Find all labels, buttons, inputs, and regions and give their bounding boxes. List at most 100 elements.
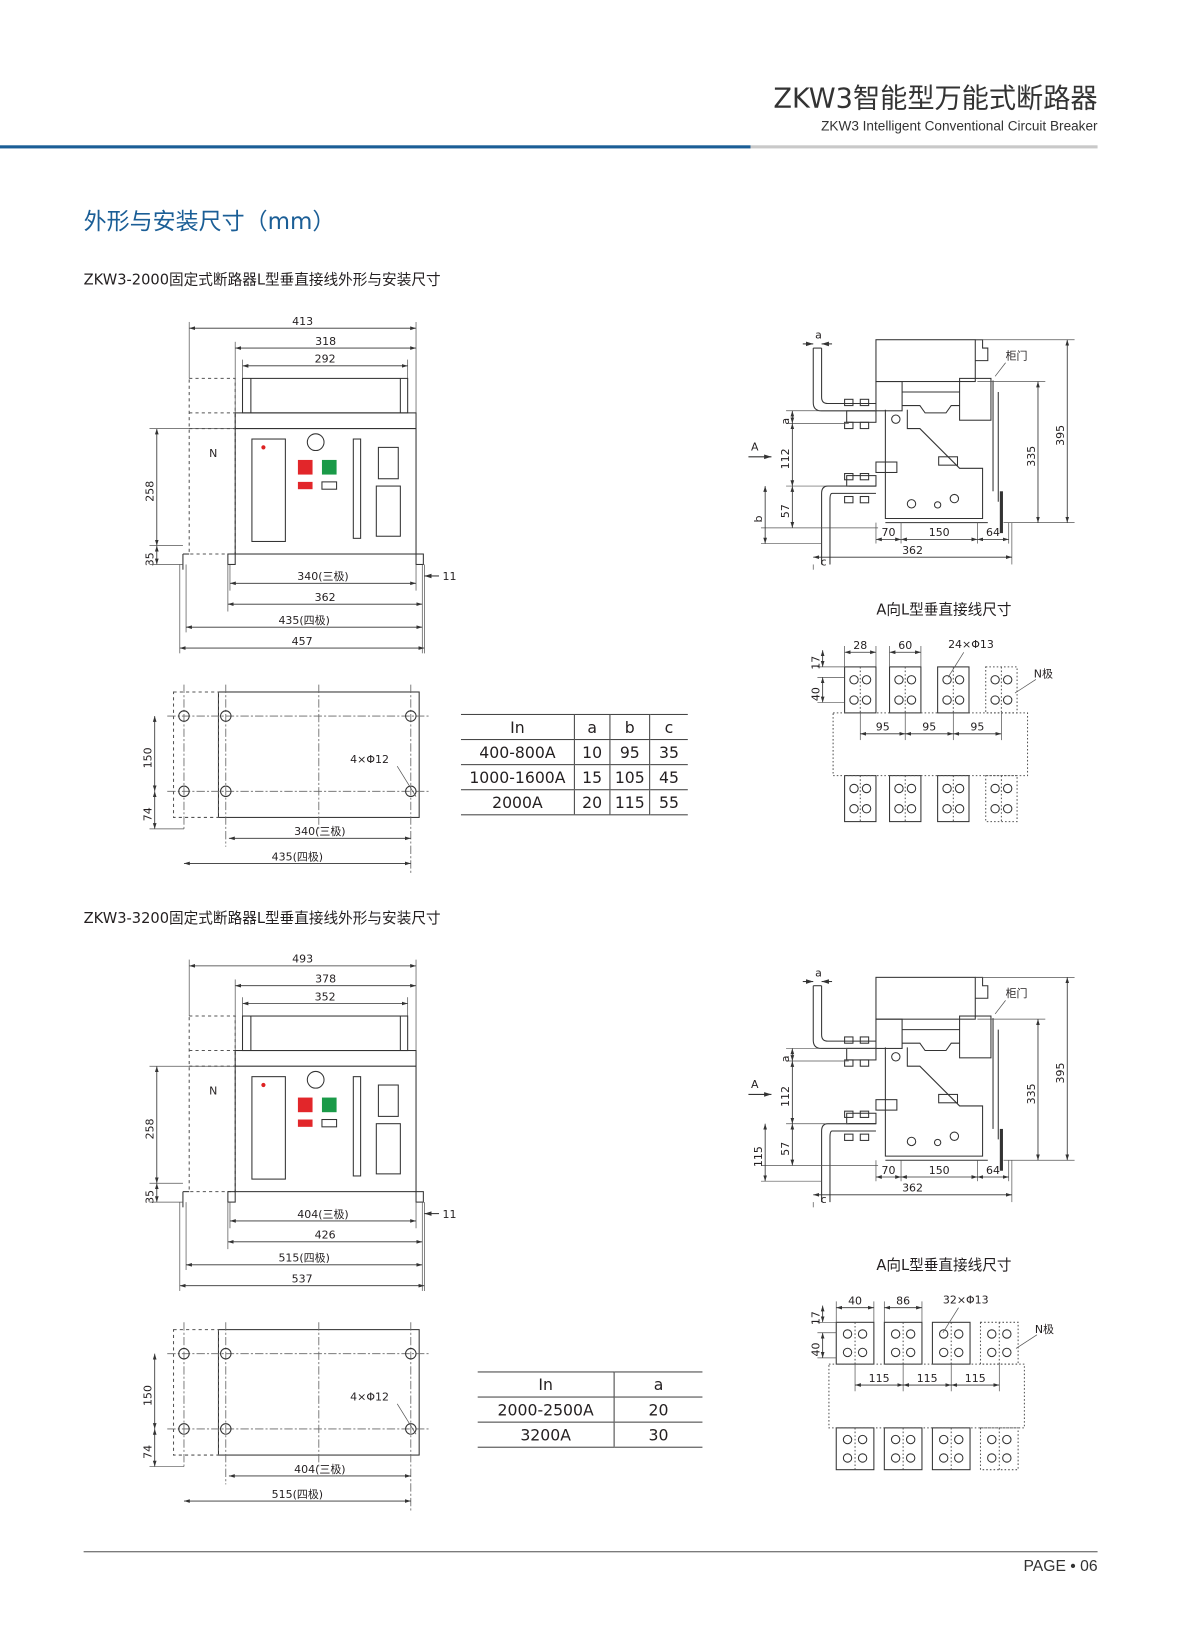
dim-64: 64 (986, 1164, 1000, 1177)
drawing-circle (842, 1347, 853, 1358)
drawing-circle (942, 804, 952, 814)
drawing-rect (832, 712, 1029, 777)
drawing-circle (405, 1347, 417, 1360)
dim-overall-width: 493 (292, 953, 313, 966)
drawing-circle (942, 675, 952, 685)
drawing-rect (846, 410, 877, 423)
drawing-circle (954, 804, 965, 814)
drawing-rect (844, 421, 854, 430)
dim-57: 57 (779, 1142, 792, 1156)
drawing-circle (906, 1136, 917, 1147)
table-cell: 55 (649, 789, 688, 816)
table-cell: 35 (649, 739, 688, 766)
drawing-line (942, 1307, 959, 1333)
footer-rule (83, 1551, 1098, 1553)
header-rule-accent (0, 145, 751, 149)
drawing-rect (251, 438, 286, 542)
drawing-rect (321, 1097, 337, 1113)
drawing-rect (297, 459, 313, 475)
dim-pole-pitch: 95 (970, 721, 984, 734)
dim-pole-pitch: 115 (965, 1372, 986, 1385)
drawing-rect (979, 1427, 1019, 1471)
dim-mid-width: 378 (315, 973, 336, 986)
drawing-path (975, 976, 989, 999)
drawing-rect (188, 377, 236, 555)
table-cell: 400-800A (460, 739, 575, 766)
drawing-rect (172, 691, 219, 818)
drawing-rect (828, 1363, 1025, 1429)
drawing-circle (933, 501, 942, 509)
drawing-circle (987, 1347, 997, 1358)
label-cabinet-door: 柜门 (1006, 986, 1028, 1000)
drawing-circle (894, 783, 904, 794)
dim-inner-width: 292 (315, 353, 336, 366)
drawing-rect (846, 1047, 877, 1061)
dim-mount-3pole: 404(三极) (294, 1462, 345, 1476)
drawing-rect (931, 1427, 971, 1471)
table-cell: 1000-1600A (460, 764, 575, 791)
drawing-circle (905, 1453, 916, 1463)
drawing-rect (859, 472, 870, 481)
drawing-rect (375, 485, 401, 537)
drawing-circle (1002, 695, 1013, 705)
drawing-circle (178, 1423, 190, 1435)
table-cell: 20 (613, 1397, 703, 1423)
table-cell: 20 (573, 789, 610, 816)
dim-width-b2: 426 (315, 1229, 336, 1242)
table-header-cell: a (613, 1371, 703, 1398)
drawing-circle (949, 493, 960, 504)
dim-body-height: 258 (144, 1118, 157, 1139)
drawing-circle (405, 710, 417, 722)
dim-mount-3pole: 340(三极) (294, 824, 345, 838)
drawing-rect (875, 339, 976, 383)
drawing-rect (959, 377, 992, 421)
dim-57: 57 (779, 504, 792, 518)
drawing-circle (861, 695, 872, 705)
dim-362: 362 (902, 544, 923, 557)
drawing-rect (859, 398, 870, 407)
drawing-rect (844, 495, 854, 504)
drawing-circle (1002, 804, 1013, 814)
dim-a-left: a (779, 1056, 792, 1063)
dim-overall-base: 537 (292, 1273, 313, 1286)
drawing-rect (835, 1427, 875, 1471)
drawing-rect (875, 381, 903, 412)
table-header-cell: a (573, 713, 610, 741)
dim-foot-height: 35 (144, 552, 157, 566)
drawing-circle (905, 1329, 916, 1339)
table-cell: 105 (609, 764, 650, 791)
drawing-circle (894, 804, 904, 814)
drawing-rect (959, 1015, 992, 1059)
dim-pole-pitch: 115 (869, 1372, 890, 1385)
drawing-circle (891, 414, 901, 424)
dim-70: 70 (882, 526, 896, 539)
dim-terminal-pitch-width: 60 (898, 639, 912, 652)
drawing-circle (857, 1434, 868, 1445)
dim-height-395: 395 (1054, 425, 1067, 446)
drawing-circle (1002, 783, 1013, 794)
dim-terminal-40: 40 (810, 687, 823, 701)
drawing-path (902, 405, 960, 414)
drawing-circle (306, 1070, 325, 1089)
drawing-circle (906, 675, 917, 685)
header-title-cn: ZKW3智能型万能式断路器 (773, 83, 1098, 115)
drawing-circle (938, 1329, 949, 1339)
drawing-rect (321, 481, 338, 490)
drawing-subtitle-3200: ZKW3-3200固定式断路器L型垂直接线外形与安装尺寸 (83, 910, 441, 928)
drawing-rect (846, 1112, 877, 1125)
drawing-circle (849, 783, 859, 794)
drawing-circle (954, 675, 965, 685)
section-title: 外形与安装尺寸（mm） (83, 209, 336, 236)
dim-b: b (752, 515, 765, 522)
label-mount-holes: 4×Φ12 (350, 1391, 389, 1404)
drawing-circle (905, 1347, 916, 1358)
drawing-rect (859, 421, 870, 430)
drawing-circle (1002, 1329, 1012, 1339)
table-cell: 2000A (460, 789, 575, 816)
drawing-circle (890, 1453, 901, 1463)
dim-362: 362 (902, 1182, 923, 1195)
dim-overall-base: 457 (292, 635, 313, 648)
